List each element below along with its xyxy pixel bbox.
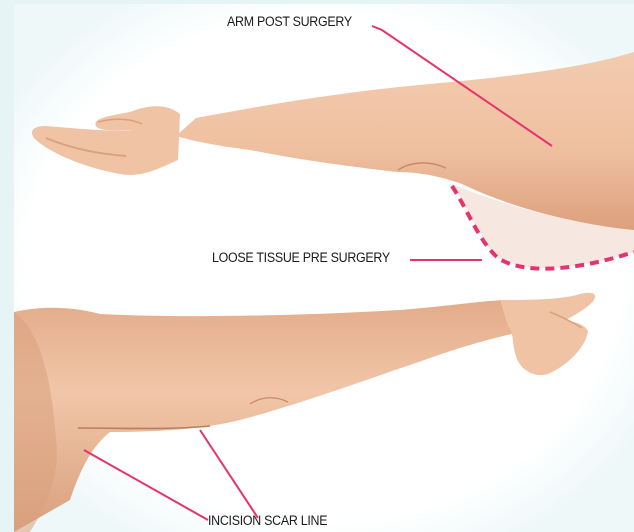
- incision-scar-label: INCISION SCAR LINE: [208, 513, 327, 528]
- loose-tissue-label: LOOSE TISSUE PRE SURGERY: [212, 250, 390, 265]
- arm-post-surgery-label: ARM POST SURGERY: [227, 14, 352, 29]
